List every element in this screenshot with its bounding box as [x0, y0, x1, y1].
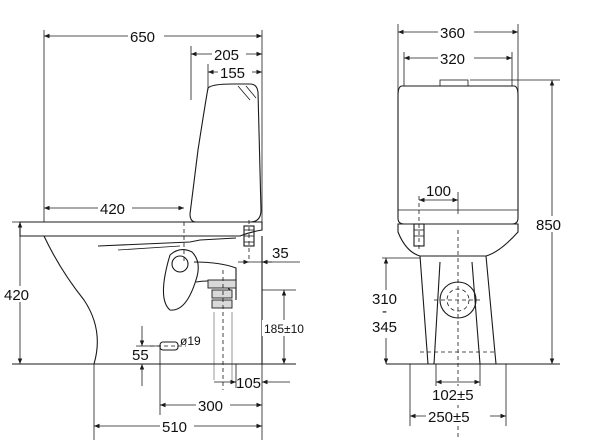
dim-overall-width: 650	[130, 29, 155, 46]
dim-tank-width: 360	[440, 25, 465, 42]
dim-base-length: 510	[162, 419, 187, 436]
dim-outlet-height-sep: -	[382, 303, 387, 320]
dim-total-height: 850	[536, 217, 561, 234]
side-view: 650 205 155 420 420 35 185±10 ø19 5	[2, 28, 316, 440]
front-view: 360 320 100 850 310 - 345 102±5 250±5	[370, 24, 570, 440]
dim-tank-depth: 205	[214, 47, 239, 64]
dim-seat-to-wall: 420	[100, 201, 125, 218]
dim-hole-height: 55	[132, 347, 149, 364]
dim-fixing-to-wall: 300	[198, 398, 223, 415]
dim-inlet-offset: 35	[272, 245, 289, 262]
dim-fixing-spacing: 102±5	[432, 387, 474, 404]
dim-outlet-wall: 105	[236, 375, 261, 392]
dim-tank-inner: 155	[220, 65, 245, 82]
dim-inlet-width: 100	[426, 183, 451, 200]
dim-height: 420	[4, 287, 29, 304]
dim-outlet-height-max: 345	[372, 319, 397, 336]
dim-base-width: 250±5	[428, 409, 470, 426]
dim-hole-diameter: ø19	[180, 334, 201, 348]
dim-outlet-height-min: 310	[372, 291, 397, 308]
dim-tank-inner-width: 320	[440, 51, 465, 68]
dim-outlet-height: 185±10	[264, 322, 304, 336]
